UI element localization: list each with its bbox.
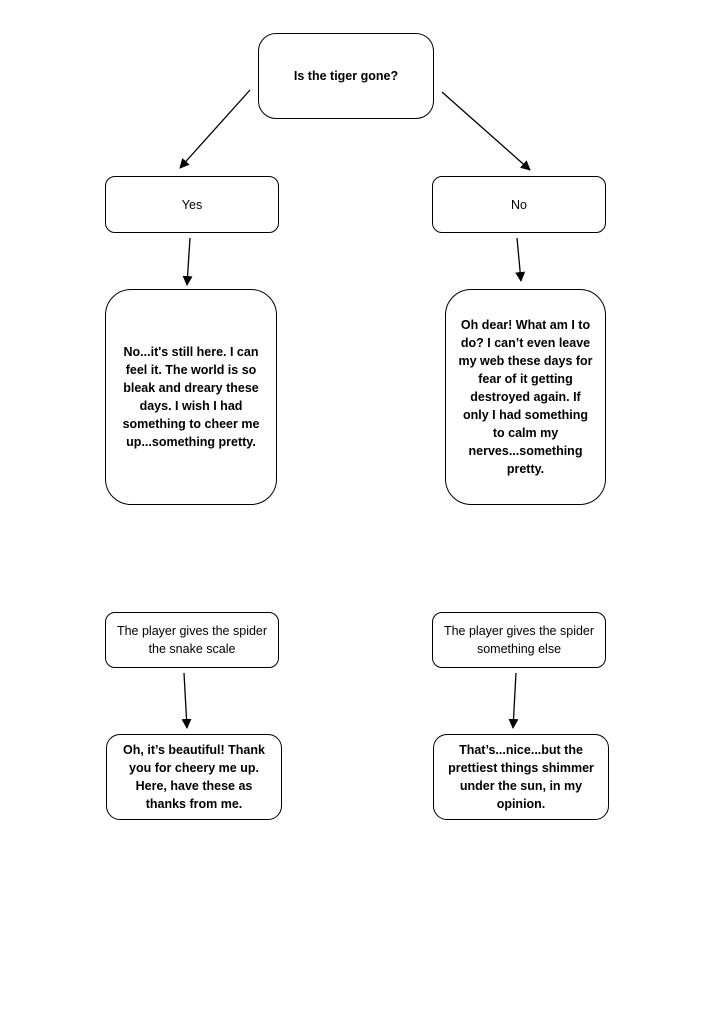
- yes-response-text: No...it's still here. I can feel it. The…: [122, 345, 260, 449]
- gives-something-else-node: The player gives the spider something el…: [432, 612, 606, 668]
- no-response-text: Oh dear! What am I to do? I can’t even l…: [458, 318, 593, 476]
- yes-response-node: No...it's still here. I can feel it. The…: [105, 289, 277, 505]
- gives-snake-scale-text: The player gives the spider the snake sc…: [116, 624, 268, 656]
- no-text: No: [511, 197, 527, 212]
- something-else-response-node: That’s...nice...but the prettiest things…: [433, 734, 609, 820]
- arrow-yes-to-response: [182, 237, 193, 286]
- arrow-question-to-no: [441, 91, 531, 171]
- arrow-else-to-response: [508, 672, 519, 729]
- gives-something-else-text: The player gives the spider something el…: [443, 624, 595, 656]
- no-response-node: Oh dear! What am I to do? I can’t even l…: [445, 289, 606, 505]
- arrow-no-to-response: [515, 237, 526, 282]
- snake-scale-response-text: Oh, it’s beautiful! Thank you for cheery…: [123, 743, 265, 811]
- arrow-scale-to-response: [181, 672, 192, 729]
- something-else-response-text: That’s...nice...but the prettiest things…: [448, 743, 594, 811]
- gives-snake-scale-node: The player gives the spider the snake sc…: [105, 612, 279, 668]
- arrow-question-to-yes: [179, 89, 251, 169]
- question-node: Is the tiger gone?: [258, 33, 434, 119]
- no-branch-node: No: [432, 176, 606, 233]
- snake-scale-response-node: Oh, it’s beautiful! Thank you for cheery…: [106, 734, 282, 820]
- yes-text: Yes: [181, 197, 203, 212]
- yes-branch-node: Yes: [105, 176, 279, 233]
- question-text: Is the tiger gone?: [293, 69, 399, 83]
